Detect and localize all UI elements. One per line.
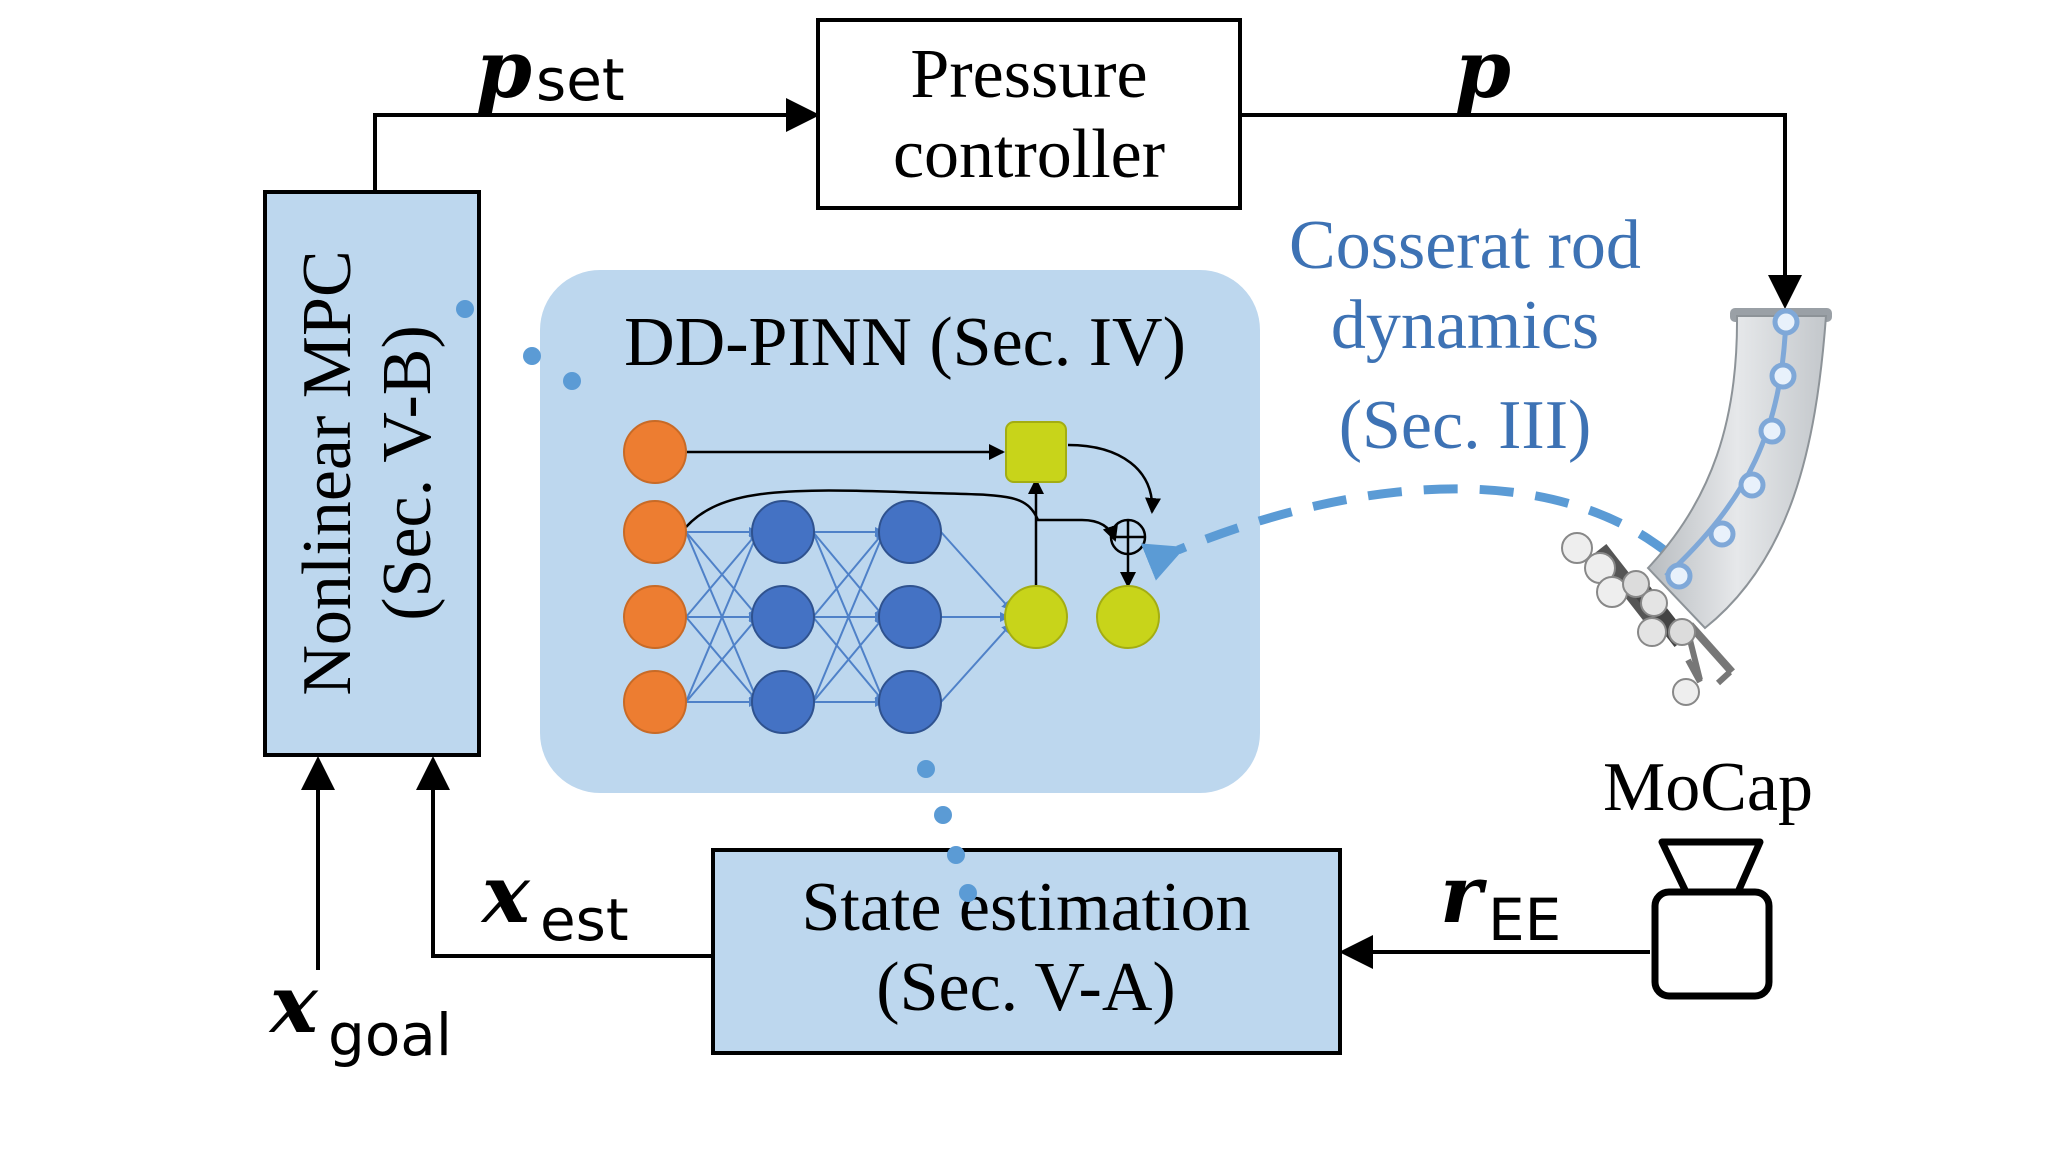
p-arrow xyxy=(1242,113,1802,309)
state-estimation-block: State estimation (Sec. V-A) xyxy=(711,848,1342,1055)
network-skip-paths xyxy=(685,443,1161,589)
input-node xyxy=(623,500,687,564)
label-x-goal: x goal xyxy=(268,957,452,1069)
soft-robot-arm xyxy=(1561,308,1832,706)
mocap-camera: MoCap xyxy=(1603,749,1813,1000)
nonlinear-mpc-block: Nonlinear MPC (Sec. V-B) xyxy=(263,190,481,757)
hidden-node xyxy=(751,500,815,564)
state-estimation-line2: (Sec. V-A) xyxy=(876,949,1175,1026)
x-goal-subscript: goal xyxy=(328,1001,452,1069)
dd-pinn-title: DD-PINN (Sec. IV) xyxy=(624,304,1186,381)
mocap-label: MoCap xyxy=(1603,749,1813,826)
input-node xyxy=(623,420,687,484)
p-set-arrow xyxy=(373,98,820,190)
dotted-links xyxy=(456,300,977,902)
output-node xyxy=(1004,585,1068,649)
cosserat-line2: dynamics xyxy=(1331,287,1599,364)
ansatz-square-node xyxy=(1005,421,1067,483)
signal-lines xyxy=(301,98,1802,970)
pressure-controller-line1: Pressure xyxy=(910,36,1147,113)
x-goal-symbol: x xyxy=(268,957,319,1051)
label-p-set: p set xyxy=(476,22,625,116)
label-x-est: x est xyxy=(480,847,629,954)
mocap-markers xyxy=(1561,532,1735,706)
input-node xyxy=(623,670,687,734)
cosserat-line3: (Sec. III) xyxy=(1339,387,1592,464)
hidden-node xyxy=(751,585,815,649)
dd-pinn-panel: DD-PINN (Sec. IV) xyxy=(540,270,1260,793)
final-output-node xyxy=(1096,585,1160,649)
pressure-controller-block: Pressure controller xyxy=(816,18,1242,210)
label-r-ee: r EE xyxy=(1440,847,1561,954)
p-set-subscript: set xyxy=(536,46,625,114)
cosserat-dashed-arrow xyxy=(1140,484,1671,581)
cosserat-label: Cosserat rod dynamics (Sec. III) xyxy=(1289,207,1641,464)
label-p: p xyxy=(1455,22,1511,116)
cosserat-line1: Cosserat rod xyxy=(1289,207,1641,284)
camera-icon xyxy=(1651,838,1773,1000)
sum-node xyxy=(1109,518,1147,556)
x-est-symbol: x xyxy=(480,847,531,941)
x-est-arrow xyxy=(416,756,713,958)
hidden-node xyxy=(878,585,942,649)
p-symbol: p xyxy=(1455,22,1511,116)
hidden-node xyxy=(751,670,815,734)
state-estimation-line1: State estimation xyxy=(801,869,1250,946)
network-edges xyxy=(685,527,1012,707)
r-ee-subscript: EE xyxy=(1488,886,1561,954)
p-set-symbol: p xyxy=(476,22,532,116)
mpc-line2: (Sec. V-B) xyxy=(369,325,446,621)
input-node xyxy=(623,585,687,649)
pressure-controller-line2: controller xyxy=(893,116,1165,193)
x-est-subscript: est xyxy=(540,886,629,954)
r-ee-symbol: r xyxy=(1440,847,1487,941)
mpc-line1: Nonlinear MPC xyxy=(289,250,366,695)
hidden-node xyxy=(878,670,942,734)
hidden-node xyxy=(878,500,942,564)
